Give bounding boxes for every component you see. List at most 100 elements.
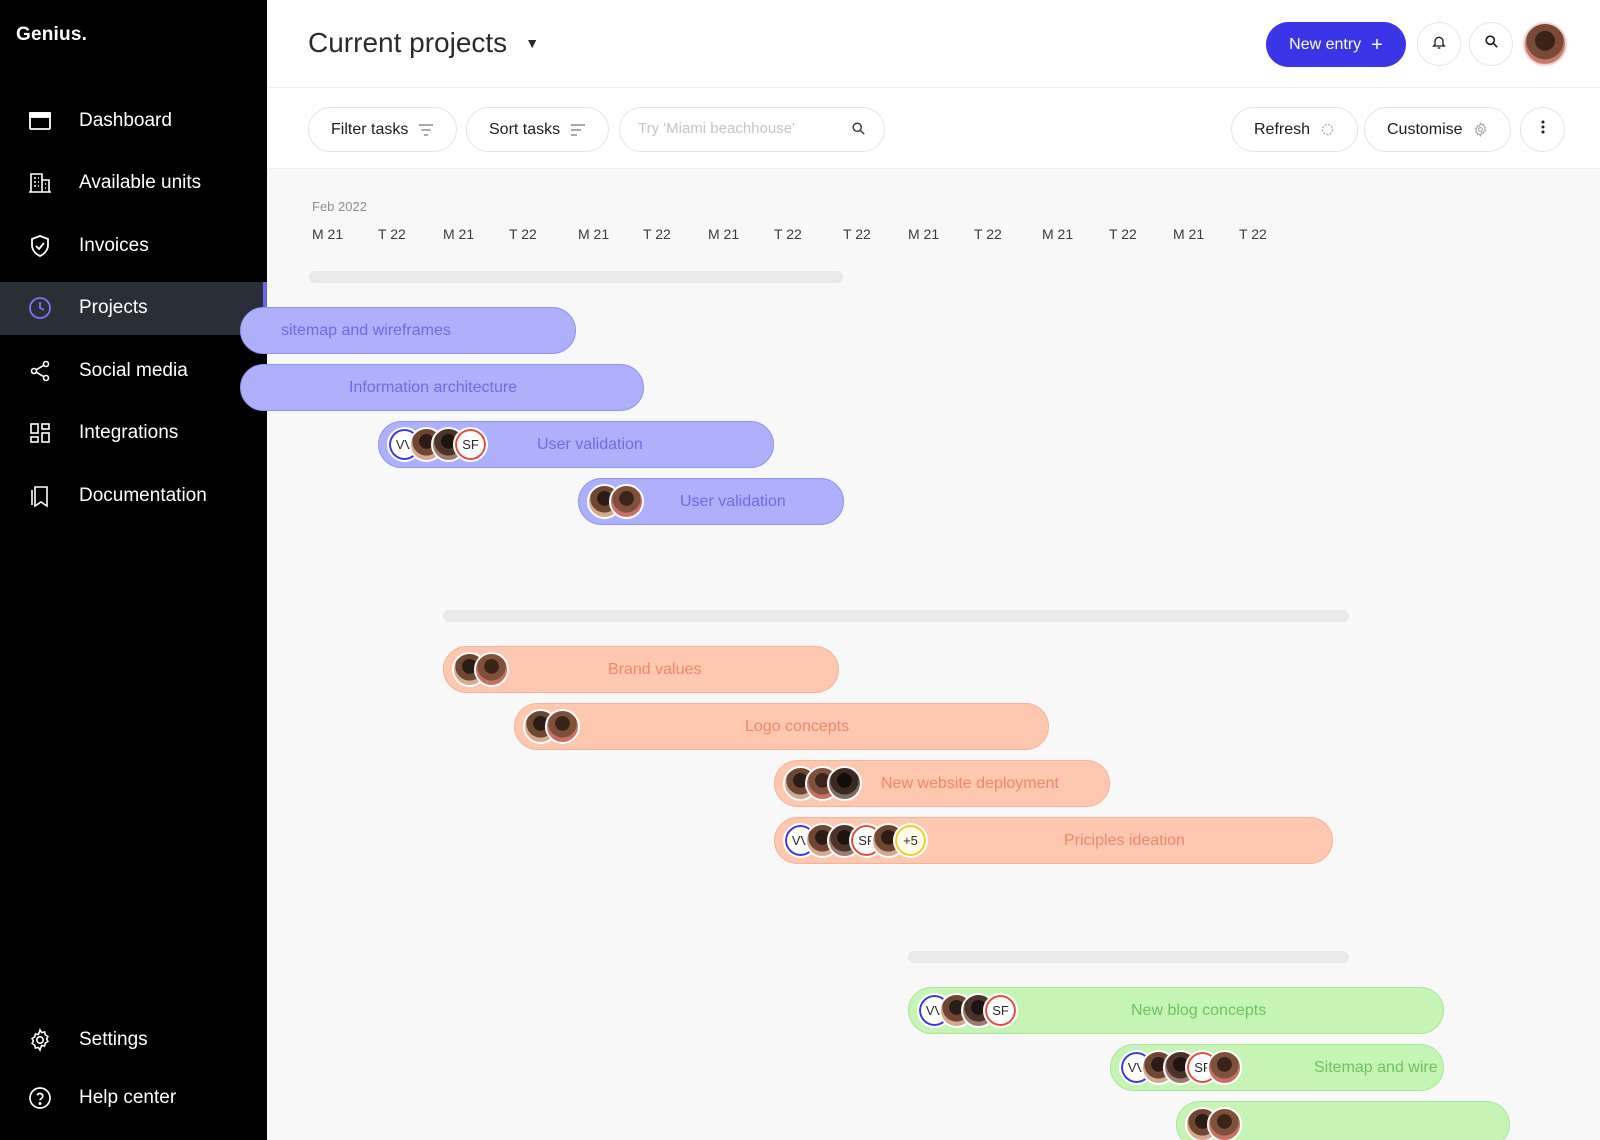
customise-label: Customise [1387,120,1463,138]
timeline-day: T 22 [843,226,871,242]
sidebar-item-label: Social media [79,359,188,381]
sidebar: Genius. Dashboard Available units Invoic… [0,0,267,1140]
new-entry-button[interactable]: New entry + [1266,22,1406,67]
plus-icon: + [1371,33,1383,56]
avatar[interactable] [1207,1107,1242,1140]
gear-icon [1473,122,1488,137]
timeline-day: T 22 [1239,226,1267,242]
sidebar-bottom-nav: Settings Help center [0,1020,267,1136]
avatar[interactable] [474,652,509,687]
avatar-overflow-count[interactable]: +5 [893,823,928,858]
sidebar-nav: Dashboard Available units Invoices Proje… [0,94,267,532]
assignee-avatars [783,766,862,801]
task-label: New blog concepts [1131,1001,1267,1019]
task-bar[interactable]: New website deployment [774,760,1110,807]
assignee-avatars [587,484,644,519]
assignee-avatars: VV SF [387,427,488,462]
sidebar-item-label: Available units [79,172,202,193]
refresh-icon [1320,122,1335,137]
share-icon [28,359,52,383]
assignee-avatars [523,709,580,744]
sidebar-item-social-media[interactable]: Social media [0,344,267,397]
avatar[interactable] [545,709,580,744]
assignee-avatars [1185,1107,1242,1140]
sidebar-item-documentation[interactable]: Documentation [0,469,267,522]
sidebar-item-label: Invoices [79,234,149,256]
task-label: Information architecture [349,378,518,396]
task-bar[interactable]: sitemap and wireframes [240,307,576,354]
user-avatar[interactable] [1523,22,1567,66]
timeline-day: T 22 [643,226,671,242]
top-header: Current projects ▼ New entry + [267,0,1600,88]
assignee-avatars [452,652,509,687]
sort-tasks-label: Sort tasks [489,120,561,138]
filter-tasks-label: Filter tasks [331,120,409,138]
sidebar-item-settings[interactable]: Settings [0,1020,267,1060]
task-bar[interactable]: VV SF Sitemap and wire [1110,1044,1444,1091]
timeline-day: T 22 [774,226,802,242]
notifications-button[interactable] [1417,22,1461,66]
more-options-button[interactable] [1520,107,1565,152]
task-bar[interactable]: Information architecture [240,364,644,411]
timeline-day: T 22 [1109,226,1137,242]
filter-tasks-button[interactable]: Filter tasks [308,107,458,152]
dashboard-icon [28,109,52,133]
more-vertical-icon [1541,120,1545,139]
project-selector[interactable]: Current projects ▼ [308,27,539,59]
refresh-button[interactable]: Refresh [1231,107,1359,152]
gear-icon [28,1028,52,1052]
new-entry-label: New entry [1289,35,1362,53]
assignee-avatars: VV SF +5 [783,823,928,858]
timeline-day: M 21 [1042,226,1074,242]
group-track-purple [309,271,843,283]
avatar[interactable] [827,766,862,801]
timeline-month: Feb 2022 [312,199,367,214]
shield-check-icon [28,234,52,258]
task-label: User validation [680,492,786,510]
clock-icon [28,296,52,320]
timeline-day: M 21 [908,226,940,242]
task-bar[interactable] [1176,1101,1510,1140]
search-icon [1484,34,1499,54]
task-bar[interactable]: Logo concepts [514,703,1049,750]
avatar[interactable]: SF [983,993,1018,1028]
task-bar[interactable]: VV SF User validation [378,421,774,468]
search-input[interactable] [638,120,848,137]
timeline-day: T 22 [509,226,537,242]
task-bar[interactable]: User validation [578,478,844,525]
search-button[interactable] [1469,22,1513,66]
timeline-day: T 22 [378,226,406,242]
sidebar-item-invoices[interactable]: Invoices [0,219,267,272]
group-track-green [908,951,1349,963]
timeline-day: M 21 [708,226,740,242]
task-toolbar: Filter tasks Sort tasks Refresh Customis… [267,88,1600,169]
task-label: New website deployment [881,774,1059,792]
help-icon [28,1086,52,1110]
sidebar-item-label: Help center [79,1087,177,1108]
sidebar-item-dashboard[interactable]: Dashboard [0,94,267,147]
search-icon[interactable] [851,121,866,141]
sidebar-item-label: Settings [79,1029,148,1050]
avatar[interactable]: SF [453,427,488,462]
task-bar[interactable]: VV SF New blog concepts [908,987,1444,1034]
sidebar-item-help-center[interactable]: Help center [0,1078,267,1118]
sidebar-item-projects[interactable]: Projects [0,281,267,335]
assignee-avatars: VV SF [1119,1050,1242,1085]
sidebar-item-label: Integrations [79,422,179,443]
avatar[interactable] [1207,1050,1242,1085]
sort-icon [570,123,586,137]
assignee-avatars: VV SF [917,993,1018,1028]
avatar[interactable] [609,484,644,519]
sidebar-item-integrations[interactable]: Integrations [0,407,267,460]
sort-tasks-button[interactable]: Sort tasks [466,107,610,152]
task-label: User validation [537,435,643,453]
task-label: Logo concepts [745,717,850,735]
task-bar[interactable]: Brand values [443,646,839,693]
task-search [619,107,885,152]
grid-icon [28,421,52,445]
app-logo: Genius. [16,24,88,45]
task-bar[interactable]: VV SF +5 Priciples ideation [774,817,1333,864]
sidebar-item-available-units[interactable]: Available units [0,157,267,210]
customise-button[interactable]: Customise [1364,107,1511,152]
building-icon [28,171,52,195]
